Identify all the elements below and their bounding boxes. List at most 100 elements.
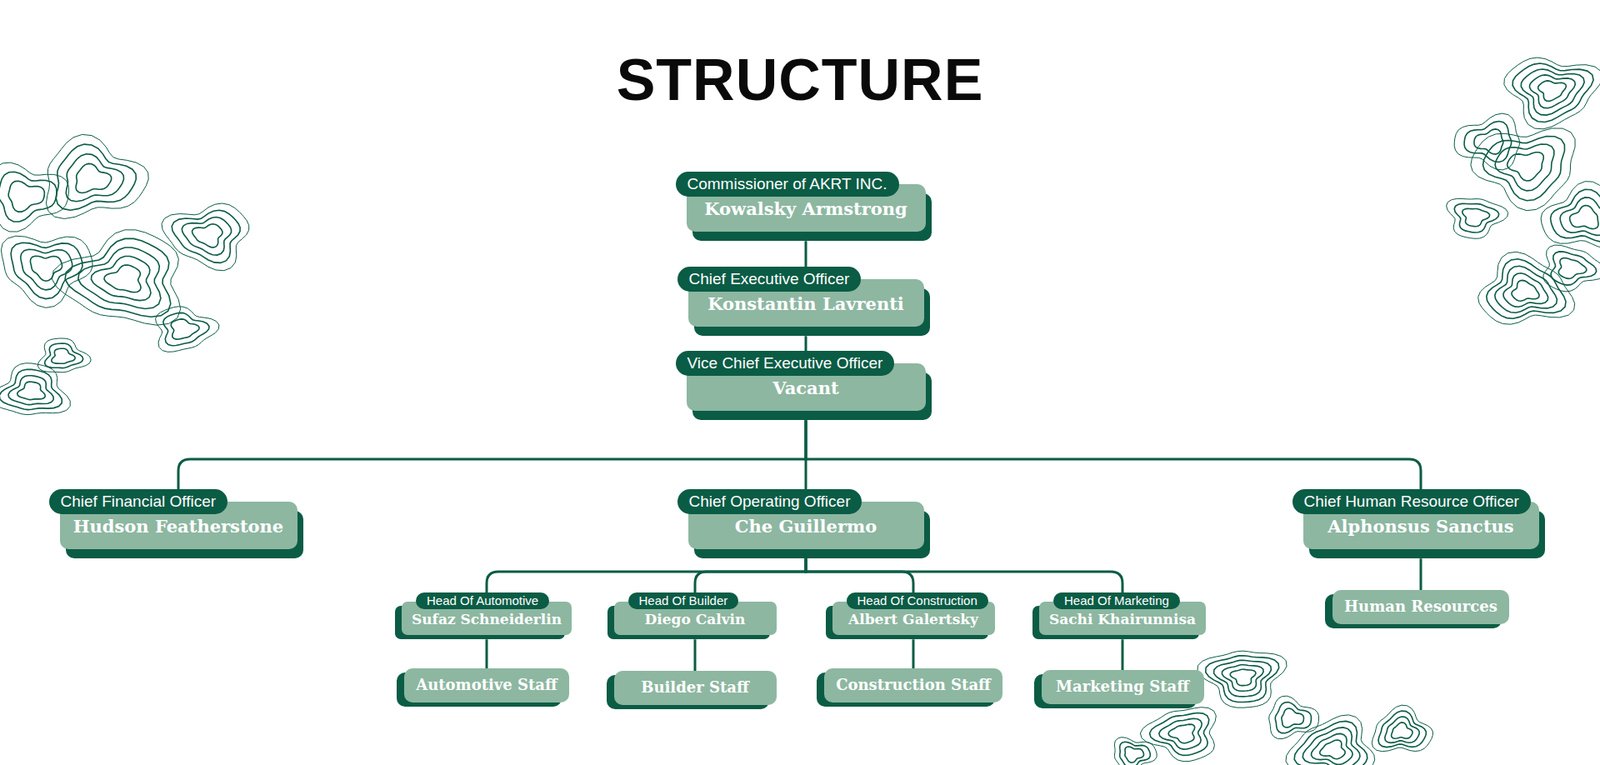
contour-line bbox=[1530, 75, 1576, 109]
contour-line bbox=[1311, 733, 1354, 765]
contour-line bbox=[1462, 208, 1490, 226]
role-card: Chief Operating OfficerChe Guillermo bbox=[677, 489, 925, 550]
reporting-line bbox=[912, 639, 915, 669]
reporting-line bbox=[1120, 639, 1124, 670]
team-name: Construction Staff bbox=[835, 675, 991, 695]
contour-line bbox=[65, 238, 171, 317]
contour-line bbox=[8, 180, 45, 212]
contour-line bbox=[1269, 695, 1320, 739]
contour-line bbox=[171, 210, 240, 263]
contour-line bbox=[55, 144, 136, 210]
contour-line bbox=[65, 154, 124, 202]
contour-line bbox=[1454, 113, 1520, 170]
contour-line bbox=[1285, 715, 1375, 765]
contour-line bbox=[1446, 198, 1509, 239]
contour-line bbox=[155, 306, 220, 353]
role-title: Head Of Automotive bbox=[415, 592, 550, 610]
name-panel: Human Resources bbox=[1332, 590, 1510, 625]
contour-line bbox=[1507, 152, 1545, 181]
contour-line bbox=[1125, 746, 1145, 763]
contour-line bbox=[1560, 197, 1600, 236]
role-card: Head Of ConstructionAlbert Galertsky bbox=[832, 592, 995, 635]
reporting-line bbox=[178, 420, 806, 490]
contour-line bbox=[1504, 57, 1600, 130]
staff-box: Automotive Staff bbox=[404, 668, 570, 703]
contour-line bbox=[192, 224, 223, 248]
contour-line bbox=[10, 242, 83, 299]
staff-box: Construction Staff bbox=[824, 668, 1003, 703]
person-name: Alphonsus Sanctus bbox=[1327, 515, 1514, 538]
contour-line bbox=[1512, 63, 1594, 123]
contour-line bbox=[17, 381, 45, 400]
person-name: Diego Calvin bbox=[645, 610, 746, 629]
name-panel: Automotive Staff bbox=[404, 668, 570, 703]
contour-line bbox=[170, 319, 200, 340]
contour-line bbox=[1302, 727, 1360, 765]
contour-line bbox=[1214, 660, 1272, 697]
contour-line bbox=[0, 363, 70, 415]
person-name: Vacant bbox=[772, 377, 839, 400]
contour-line bbox=[1140, 707, 1216, 762]
contour-line bbox=[1495, 144, 1555, 191]
role-title: Head Of Marketing bbox=[1053, 592, 1180, 610]
role-card: Vice Chief Executive OfficerVacant bbox=[675, 350, 926, 411]
reporting-line bbox=[805, 558, 914, 593]
name-panel: Construction Staff bbox=[824, 668, 1003, 703]
name-panel: Marketing Staff bbox=[1041, 670, 1205, 705]
contour-line bbox=[1120, 741, 1151, 765]
page-title: STRUCTURE bbox=[0, 46, 1600, 114]
reporting-line bbox=[1420, 558, 1423, 590]
contour-line bbox=[1550, 251, 1597, 285]
contour-line bbox=[104, 265, 141, 293]
role-title: Chief Human Resource Officer bbox=[1292, 489, 1531, 515]
contour-line bbox=[1230, 669, 1256, 685]
contour-line bbox=[1538, 80, 1567, 102]
reporting-line bbox=[486, 558, 806, 593]
contour-line bbox=[1495, 265, 1558, 313]
staff-box: Human Resources bbox=[1332, 590, 1510, 625]
contour-line bbox=[1540, 181, 1600, 250]
contour-line bbox=[0, 235, 93, 308]
contour-line bbox=[1503, 273, 1549, 307]
role-card: Head Of MarketingSachi Khairunnisa bbox=[1039, 592, 1206, 635]
role-title: Head Of Builder bbox=[628, 592, 740, 610]
reporting-line bbox=[805, 240, 808, 267]
person-name: Konstantin Lavrenti bbox=[707, 293, 905, 315]
contour-line bbox=[37, 338, 91, 373]
role-title: Commissioner of AKRT INC. bbox=[675, 171, 900, 197]
contour-line bbox=[1320, 740, 1346, 760]
contour-line bbox=[1197, 650, 1287, 708]
reporting-line bbox=[805, 335, 808, 351]
reporting-line bbox=[805, 558, 1123, 593]
staff-box: Builder Staff bbox=[614, 670, 777, 705]
contour-line bbox=[75, 163, 112, 193]
role-title: Chief Financial Officer bbox=[49, 489, 229, 515]
contour-line bbox=[0, 162, 70, 232]
contour-line bbox=[1511, 280, 1540, 301]
contour-line bbox=[20, 249, 73, 290]
name-panel: Builder Staff bbox=[614, 670, 777, 705]
person-name: Hudson Featherstone bbox=[73, 515, 284, 538]
role-card: Head Of BuilderDiego Calvin bbox=[614, 592, 777, 635]
contour-line bbox=[1391, 722, 1413, 739]
contour-line bbox=[1550, 189, 1600, 242]
contour-line bbox=[1378, 710, 1426, 748]
contour-line bbox=[1454, 203, 1500, 233]
staff-box: Marketing Staff bbox=[1041, 670, 1205, 705]
contour-line bbox=[0, 171, 57, 222]
contour-line bbox=[78, 247, 161, 310]
contour-line bbox=[181, 217, 231, 256]
role-title: Vice Chief Executive Officer bbox=[675, 350, 895, 376]
contour-line bbox=[8, 375, 54, 405]
contour-line bbox=[1385, 716, 1420, 743]
contour-line bbox=[1159, 718, 1202, 750]
contour-line bbox=[1543, 245, 1600, 292]
contour-line bbox=[30, 255, 62, 281]
team-name: Human Resources bbox=[1344, 597, 1498, 617]
contour-line bbox=[1150, 713, 1210, 756]
team-name: Marketing Staff bbox=[1055, 677, 1190, 697]
contour-line bbox=[161, 203, 250, 271]
reporting-line bbox=[694, 639, 697, 671]
contour-line bbox=[163, 312, 210, 345]
